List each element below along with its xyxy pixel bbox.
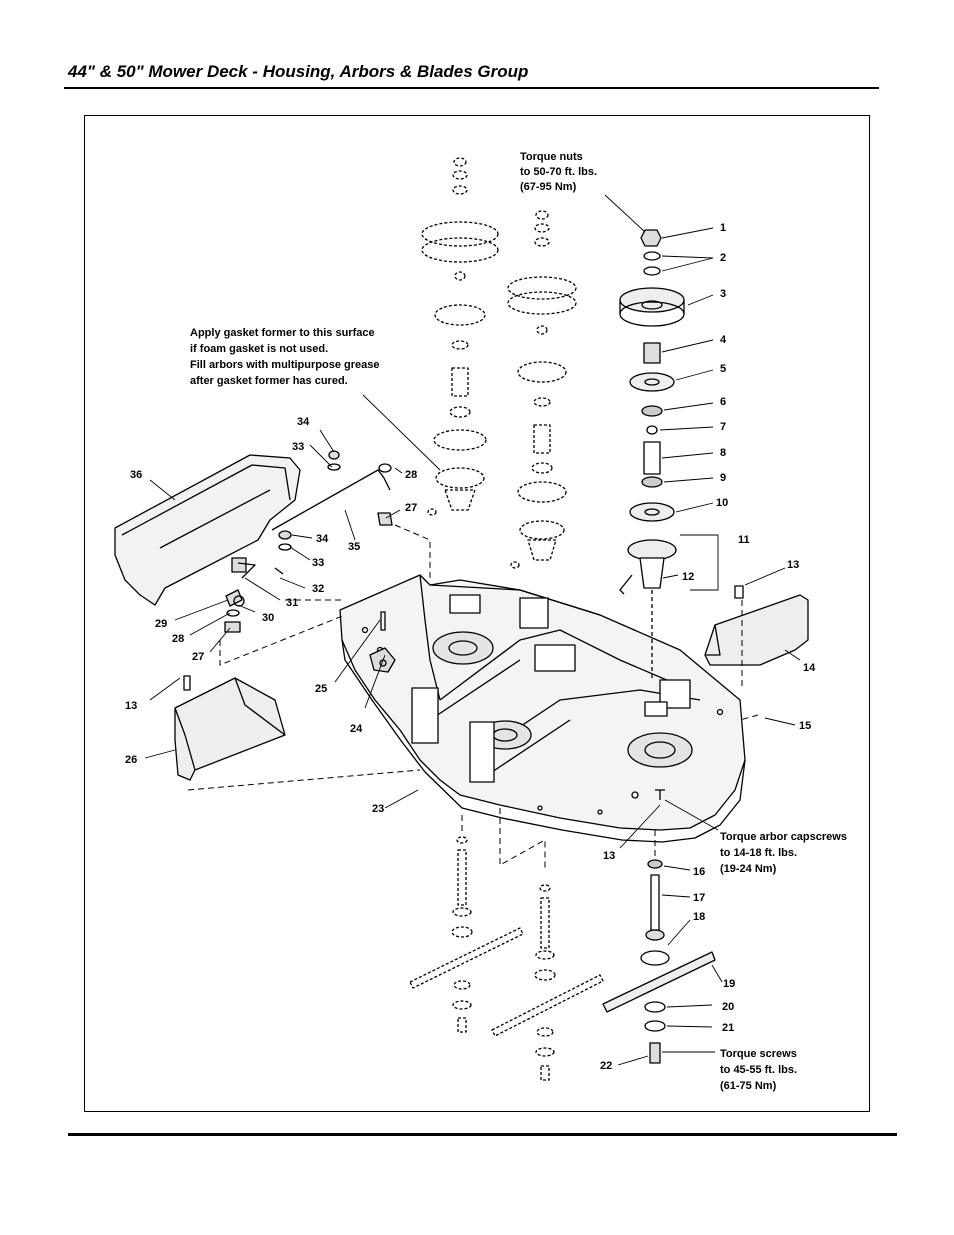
note-blade-screws: Torque screws to 45-55 ft. lbs. (61-75 N… [720,1048,797,1092]
callout-2: 2 [720,252,726,264]
callout-27-lower: 27 [192,651,204,663]
alignment-lines [187,524,759,870]
leader-lines [144,194,801,1066]
callout-1: 1 [720,222,726,234]
footer-rule [68,1133,897,1136]
callout-18: 18 [693,911,705,923]
callout-29: 29 [155,618,167,630]
callout-33-upper: 33 [292,441,304,453]
callout-23: 23 [372,803,384,815]
blade-stack-left [409,836,524,1033]
callout-4: 4 [720,334,727,346]
callout-25: 25 [315,683,327,695]
callout-34-upper: 34 [297,416,310,428]
callout-labels: 1 2 3 4 5 6 7 8 9 10 11 12 13 14 15 16 1… [125,222,816,1072]
callout-26: 26 [125,754,137,766]
blade-stack-center [491,884,604,1081]
callout-12: 12 [682,571,694,583]
note-arbor-capscrews: Torque arbor capscrews to 14-18 ft. lbs.… [720,831,847,875]
callout-34-lower: 34 [316,533,329,545]
svg-text:Torque nuts: Torque nuts [520,151,583,163]
callout-21: 21 [722,1022,734,1034]
svg-text:(19-24 Nm): (19-24 Nm) [720,863,777,875]
svg-text:Torque arbor capscrews: Torque arbor capscrews [720,831,847,843]
callout-30: 30 [262,612,274,624]
note-gasket: Apply gasket former to this surface if f… [190,327,379,387]
callout-28-upper: 28 [405,469,417,481]
chute-rod [271,469,391,531]
callout-6: 6 [720,396,726,408]
callout-15: 15 [799,720,811,732]
callout-14: 14 [803,662,816,674]
arbor-stack-right [619,229,685,680]
svg-text:to 45-55 ft. lbs.: to 45-55 ft. lbs. [720,1064,797,1076]
svg-text:after gasket former has cured.: after gasket former has cured. [190,375,348,387]
belt-cover-left [174,677,286,781]
svg-text:Apply gasket former to this su: Apply gasket former to this surface [190,327,375,339]
callout-36: 36 [130,469,142,481]
callout-35: 35 [348,541,360,553]
svg-text:(61-75 Nm): (61-75 Nm) [720,1080,777,1092]
callout-5: 5 [720,363,726,375]
callout-17: 17 [693,892,705,904]
blade-stack-right [602,859,716,1064]
callout-31: 31 [286,597,298,609]
callout-24: 24 [350,723,363,735]
note-torque-nuts: Torque nuts to 50-70 ft. lbs. (67-95 Nm) [520,151,597,193]
discharge-chute [114,454,301,606]
diagram-frame [84,115,870,1112]
callout-13-left: 13 [125,700,137,712]
callout-20: 20 [722,1001,734,1013]
deck-housing [339,574,746,843]
callout-10: 10 [716,497,728,509]
svg-text:(67-95 Nm): (67-95 Nm) [520,181,577,193]
callout-9: 9 [720,472,726,484]
callout-33-lower: 33 [312,557,324,569]
callout-8: 8 [720,447,726,459]
svg-text:if foam gasket is not used.: if foam gasket is not used. [190,343,328,355]
svg-text:to 14-18 ft. lbs.: to 14-18 ft. lbs. [720,847,797,859]
callout-16: 16 [693,866,705,878]
arbor-stack-center [507,210,577,569]
svg-text:Torque screws: Torque screws [720,1048,797,1060]
callout-32: 32 [312,583,324,595]
callout-28-lower: 28 [172,633,184,645]
callout-19: 19 [723,978,735,990]
belt-cover-right [704,594,809,666]
page-title: 44" & 50" Mower Deck - Housing, Arbors &… [68,62,529,81]
callout-11: 11 [738,534,750,546]
title-rule [64,87,879,89]
callout-13-top: 13 [787,559,799,571]
callout-22: 22 [600,1060,612,1072]
callout-7: 7 [720,421,726,433]
svg-text:to 50-70 ft. lbs.: to 50-70 ft. lbs. [520,166,597,178]
svg-text:Fill arbors with multipurpose: Fill arbors with multipurpose grease [190,359,379,371]
hardware [183,450,744,691]
callout-3: 3 [720,288,726,300]
callout-27-upper: 27 [405,502,417,514]
callout-13-deck: 13 [603,850,615,862]
arbor-stack-left [421,157,499,516]
